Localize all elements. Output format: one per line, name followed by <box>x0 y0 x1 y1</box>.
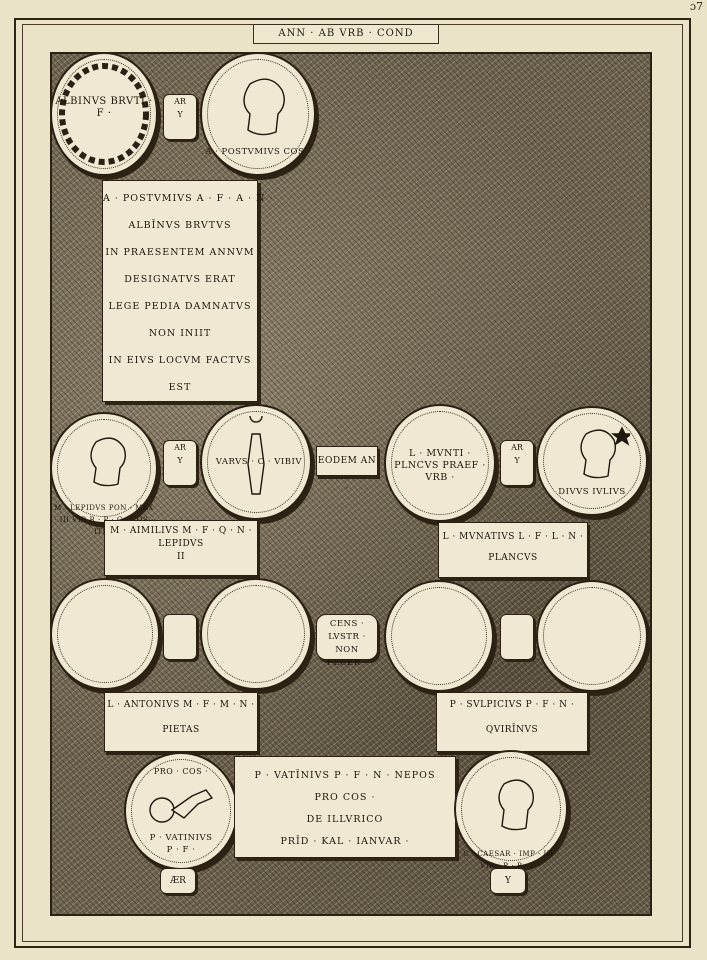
page-header: ANN · AB VRB · COND <box>253 24 439 44</box>
blank-connector-2 <box>500 614 534 660</box>
vatinius-coin-stand: ÆR <box>160 868 196 894</box>
caesar-coin: C · CAESAR · IMP · III · VIR · R · P · C… <box>454 750 568 870</box>
varus-coin-legend: VARVS · C · VIBIV <box>215 457 302 467</box>
eodem-anno-cartouche: EODEM AN · <box>316 446 378 494</box>
wreath-coin-legend: ALBINVS BRVTI · F · <box>55 96 153 119</box>
divus-iulius-coin: DIVVS IVLIVS <box>536 406 648 516</box>
postumius-inscription: A · POSTVMIVS A · F · A · N · ALBĪNVS BR… <box>102 180 273 402</box>
vatinius-inscription: P · VATĪNIVS P · F · N · NEPOS PRO COS ·… <box>234 756 456 858</box>
postumius-coin-legend: A · POSTVMIVS COS · <box>205 147 311 157</box>
portrait-bust-icon <box>90 437 127 487</box>
census-cartouche: CENS · LVSTR · NON FECER · <box>316 614 378 668</box>
blank-connector-1 <box>163 614 197 660</box>
portrait-bust-icon <box>498 779 535 831</box>
antonius-label: L · ANTONIVS M · F · M · N · PIETAS <box>104 692 258 752</box>
plancus-coin-legend: L · MVNTI · PLNCVS PRAEF · VRB · <box>394 448 486 483</box>
blank-coin-3 <box>384 580 494 692</box>
divus-iulius-coin-legend: DIVVS IVLIVS <box>558 487 626 497</box>
standing-figure-icon <box>247 416 265 495</box>
quadriga-icon <box>149 789 214 823</box>
plancus-coin: L · MVNTI · PLNCVS PRAEF · VRB · <box>384 404 496 522</box>
portrait-bust-icon <box>580 426 630 479</box>
varus-coin: VARVS · C · VIBIV <box>200 404 312 520</box>
wreath-coin: ALBINVS BRVTI · F · <box>50 52 158 176</box>
page-number-mark: ɔ7 <box>689 0 703 13</box>
blank-coin-2 <box>200 578 312 690</box>
vatinius-coin: PRO · COS · P · VATINIVS P · F · <box>124 752 238 870</box>
portrait-bust-icon <box>243 78 285 136</box>
lepidus-label: M · AIMILIVS M · F · Q · N · LEPIDVS II <box>104 520 258 576</box>
postumius-coin: A · POSTVMIVS COS · <box>200 52 316 176</box>
lepidus-coin: M · LEPIDVS PON · MAX · III VIR R · P · … <box>50 412 158 536</box>
blank-coin-1 <box>50 578 160 690</box>
laurel-wreath-icon <box>59 63 149 165</box>
sulpicius-label: P · SVLPICIVS P · F · N · QVIRĪNVS <box>436 692 588 752</box>
blank-coin-4 <box>536 580 648 692</box>
caesar-coin-stand: Y <box>490 868 526 894</box>
outer-border <box>14 18 691 948</box>
plancus-label: L · MVNATIVS L · F · L · N · PLANCVS <box>438 522 588 578</box>
